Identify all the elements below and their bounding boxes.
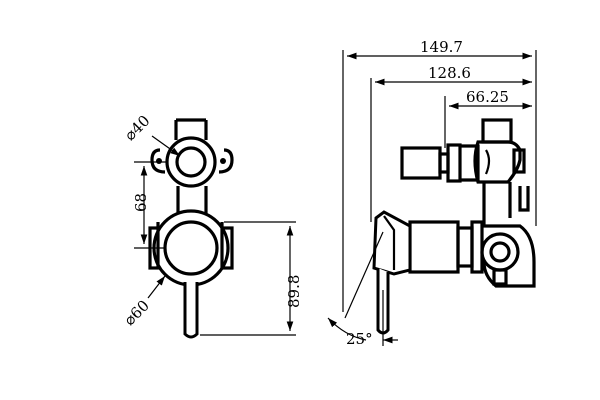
dimension-depth-small: 66.25 (444, 88, 532, 148)
dim-label-height-total: 89.8 (285, 275, 303, 308)
dim-label-diameter-large: ⌀60 (120, 296, 153, 329)
dim-label-height-spacing: 68 (132, 193, 150, 212)
dim-label-depth-small: 66.25 (466, 88, 509, 106)
dimension-angle: 25° (327, 231, 398, 348)
dimension-depth-mid: 128.6 (370, 64, 532, 222)
side-view: 149.7 128.6 66.25 25° (327, 38, 537, 348)
mixer-body (148, 209, 234, 339)
mixer-body-side (372, 210, 536, 335)
upper-outlet-side (400, 118, 530, 226)
dimension-height-spacing: 68 (132, 161, 166, 249)
upper-outlet (150, 118, 234, 214)
dim-label-angle: 25° (346, 330, 373, 348)
dim-label-depth-mid: 128.6 (428, 64, 471, 82)
dimension-diameter-small: ⌀40 (121, 112, 181, 157)
dim-label-diameter-small: ⌀40 (121, 112, 154, 145)
dimension-height-total: 89.8 (200, 221, 303, 336)
dim-label-depth-total: 149.7 (420, 38, 463, 56)
dimension-diameter-large: ⌀60 (120, 275, 166, 329)
front-view: ⌀40 68 ⌀60 89.8 (120, 112, 303, 339)
dimension-depth-total: 149.7 (342, 38, 537, 312)
